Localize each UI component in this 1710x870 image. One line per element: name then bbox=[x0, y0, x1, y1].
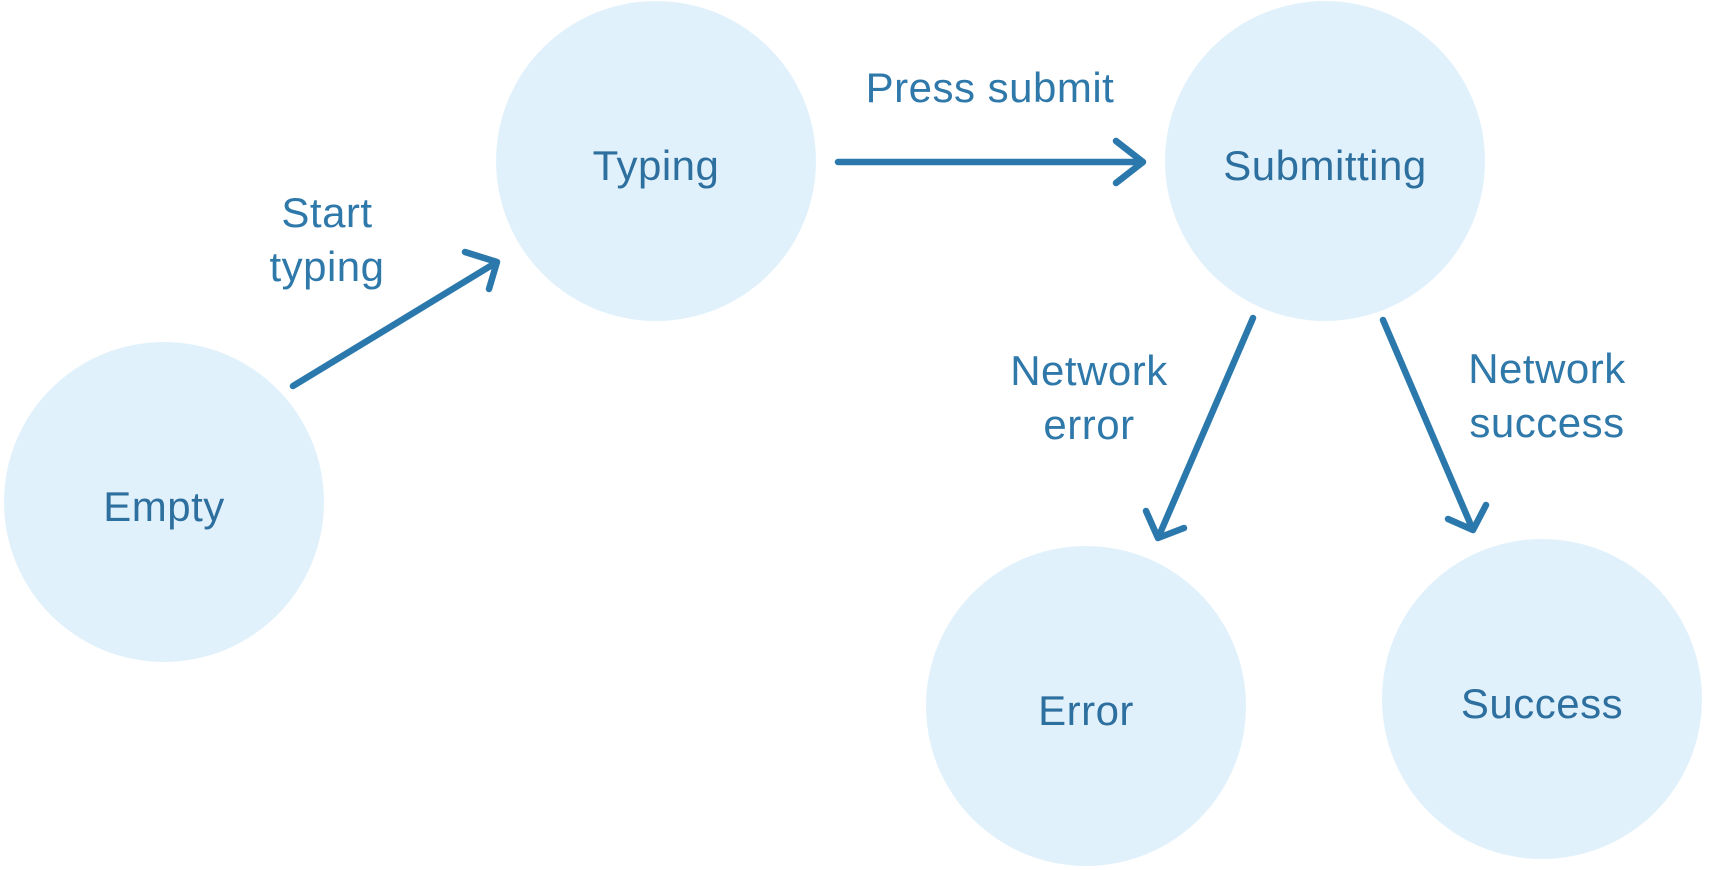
state-label-error: Error bbox=[1038, 687, 1134, 734]
state-node-error: Error bbox=[926, 546, 1246, 866]
state-label-success: Success bbox=[1460, 680, 1624, 727]
transition-label-network-success: Network success bbox=[1468, 345, 1626, 446]
state-node-submitting: Submitting bbox=[1165, 1, 1485, 321]
state-node-typing: Typing bbox=[496, 1, 816, 321]
state-label-submitting: Submitting bbox=[1223, 142, 1427, 189]
transition-label-network-error: Network error bbox=[1010, 347, 1168, 448]
state-label-empty: Empty bbox=[103, 483, 225, 530]
state-node-success: Success bbox=[1382, 539, 1702, 859]
transition-label-press-submit: Press submit bbox=[865, 64, 1115, 111]
state-node-empty: Empty bbox=[4, 342, 324, 662]
state-label-typing: Typing bbox=[592, 142, 720, 189]
transition-label-start-typing: Start typing bbox=[269, 189, 385, 290]
arrow-typing-to-submitting bbox=[834, 137, 1147, 187]
